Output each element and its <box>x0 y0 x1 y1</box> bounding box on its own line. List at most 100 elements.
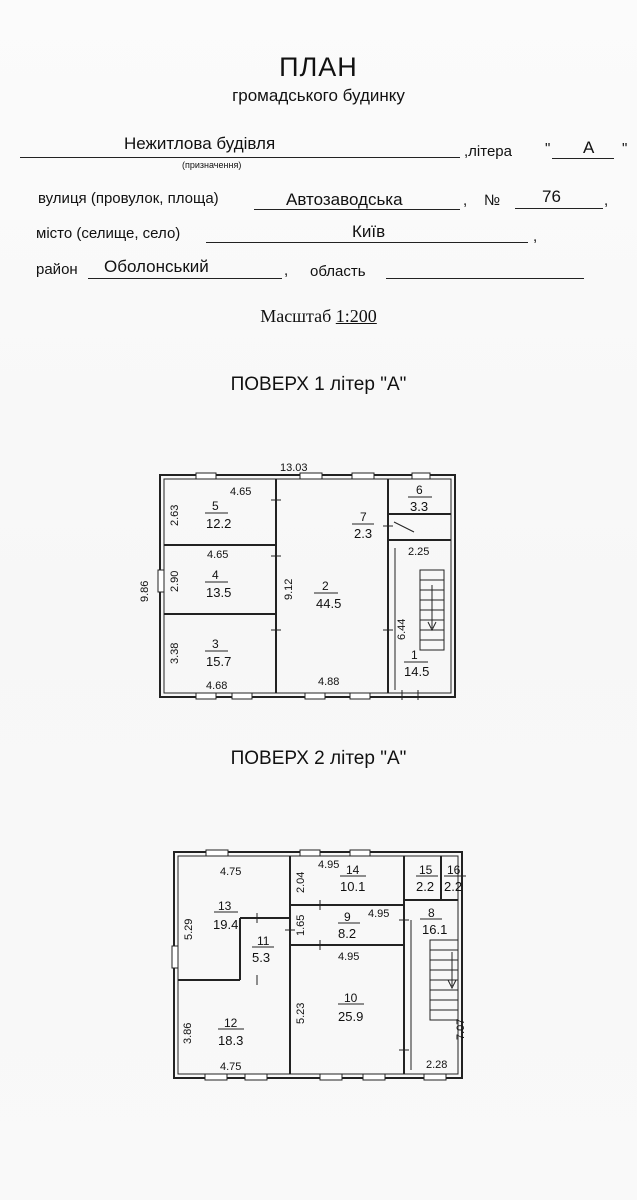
floor2-window <box>204 1073 228 1081</box>
city-value: Київ <box>352 222 386 241</box>
floor2-dim-529: 5.29 <box>183 919 195 940</box>
floor1-room-area: 14.5 <box>404 664 429 679</box>
floor1-window <box>304 692 326 700</box>
floor1-dim-left-total: 9.86 <box>139 581 151 602</box>
floor2-room-area: 5.3 <box>252 950 270 965</box>
floor2-room-num: 16 <box>447 863 461 877</box>
floor1-room-area: 15.7 <box>206 654 231 669</box>
floor1-dim-top-total: 13.03 <box>280 462 308 474</box>
floor1-window <box>195 472 217 480</box>
floor1-window <box>411 472 431 480</box>
floor2-room-num: 10 <box>344 991 358 1005</box>
floor1-dim-912: 9.12 <box>283 579 295 600</box>
floor1-room-area: 13.5 <box>206 585 231 600</box>
floor1-room-num: 2 <box>322 579 329 593</box>
floor1-dim-468: 4.68 <box>206 680 227 692</box>
region-label: область <box>310 263 366 280</box>
city-label: місто (селище, село) <box>36 225 181 242</box>
floor1-door-swing <box>393 521 415 533</box>
floor1-dim-263: 2.63 <box>169 505 181 526</box>
floor1-room-area: 12.2 <box>206 516 231 531</box>
floor1-dim-644: 6.44 <box>396 619 408 640</box>
number-comma: , <box>604 192 609 209</box>
floor1-window <box>299 472 323 480</box>
floor2-room-area: 25.9 <box>338 1009 363 1024</box>
scale-label: Масштаб <box>260 306 332 326</box>
district-value: Оболонський <box>104 257 209 276</box>
floor1-room-num: 1 <box>411 648 418 662</box>
floor2-window <box>362 1073 386 1081</box>
floor1-window <box>351 472 375 480</box>
litera-value: А <box>583 138 595 157</box>
floor1-room-area: 3.3 <box>410 499 428 514</box>
floor2-room-num: 11 <box>257 934 270 948</box>
floor1-room-num: 3 <box>212 637 219 651</box>
litera-label: ,літера <box>464 143 512 160</box>
floor2-window <box>244 1073 268 1081</box>
floor1-window <box>195 692 217 700</box>
floor2-window <box>319 1073 343 1081</box>
floor2-room-num: 9 <box>344 910 351 924</box>
city-comma: , <box>533 228 538 245</box>
floor1-room-num: 7 <box>360 510 367 524</box>
street-value: Автозаводська <box>286 190 403 209</box>
floor2-dim-475-bot: 4.75 <box>220 1061 241 1073</box>
floor2-room-num: 13 <box>218 899 232 913</box>
floor1-dim-338: 3.38 <box>169 643 181 664</box>
floor1-dim-465b: 4.65 <box>207 549 228 561</box>
floor2-dim-204: 2.04 <box>295 872 307 893</box>
street-label: вулиця (провулок, площа) <box>38 190 219 207</box>
floor2-dim-523: 5.23 <box>295 1003 307 1024</box>
floor1-window <box>157 569 165 593</box>
document-subtitle: громадського будинку <box>232 86 405 105</box>
floor2-room-area: 2.2 <box>444 879 462 894</box>
floor2-staircase <box>429 939 459 1021</box>
district-comma: , <box>284 262 289 279</box>
floor2-title: ПОВЕРХ 2 літер "А" <box>230 748 407 769</box>
document-title: ПЛАН <box>279 52 358 82</box>
street-comma: , <box>463 192 468 209</box>
floor2-dim-495c: 4.95 <box>338 951 359 963</box>
floor2-dim-475-top: 4.75 <box>220 866 241 878</box>
floor1-room-num: 5 <box>212 499 219 513</box>
city-underline <box>206 242 528 243</box>
floor1-window <box>231 692 253 700</box>
number-value: 76 <box>542 187 561 206</box>
purpose-caption: (призначення) <box>182 160 242 170</box>
floor2-room-area: 18.3 <box>218 1033 243 1048</box>
floor2-room-num: 15 <box>419 863 433 877</box>
number-underline <box>515 208 603 209</box>
floor2-window <box>299 849 321 857</box>
floor2-window <box>205 849 229 857</box>
floor2-dim-165: 1.65 <box>295 915 307 936</box>
number-label: № <box>484 192 501 209</box>
region-underline <box>386 278 584 279</box>
floor2-room-area: 8.2 <box>338 926 356 941</box>
floor1-room-num: 6 <box>416 483 423 497</box>
floor2-room-num: 8 <box>428 906 435 920</box>
floor1-dim-290: 2.90 <box>169 571 181 592</box>
floor2-room-area: 16.1 <box>422 922 447 937</box>
floor1-dim-225: 2.25 <box>408 546 429 558</box>
floor1-room-area: 44.5 <box>316 596 341 611</box>
floor2-dim-495a: 4.95 <box>318 859 339 871</box>
purpose-value: Нежитлова будівля <box>124 134 276 153</box>
floor2-window <box>349 849 371 857</box>
scale-value: 1:200 <box>335 306 377 326</box>
floor1-room-area: 2.3 <box>354 526 372 541</box>
floor1-staircase <box>419 569 445 651</box>
district-underline <box>88 278 282 279</box>
floor2-dim-228: 2.28 <box>426 1059 447 1071</box>
litera-underline <box>552 158 614 159</box>
floor2-room-area: 19.4 <box>213 917 238 932</box>
floor1-window <box>349 692 371 700</box>
scale-line: Масштаб 1:200 <box>0 306 637 327</box>
floor1-room-num: 4 <box>212 568 219 582</box>
floor2-dim-495b: 4.95 <box>368 908 389 920</box>
purpose-underline <box>20 157 460 158</box>
litera-quote-close: " <box>622 140 628 157</box>
floor2-dim-386: 3.86 <box>182 1023 194 1044</box>
